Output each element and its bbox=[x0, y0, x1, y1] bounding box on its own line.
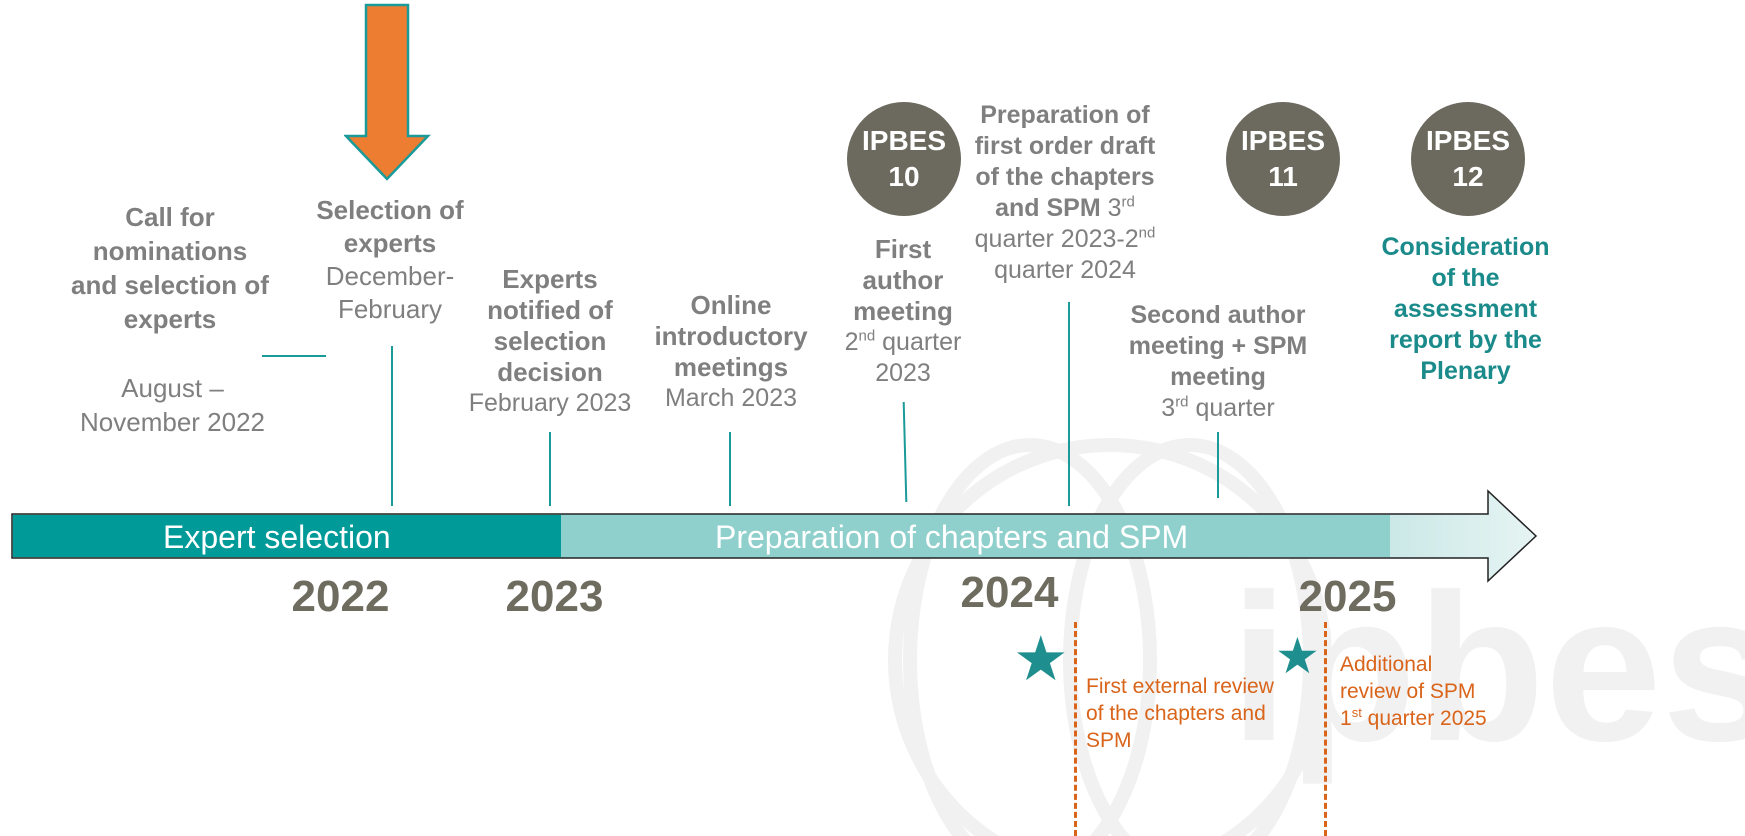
milestone-call-date: August – November 2022 bbox=[80, 373, 265, 437]
review-first: First external review of the chapters an… bbox=[1086, 675, 1274, 752]
connector-call bbox=[262, 355, 326, 357]
ipbes-watermark: ipbes bbox=[888, 438, 1745, 836]
connector-notified bbox=[549, 432, 551, 506]
review-first-dashed-line bbox=[1074, 622, 1077, 836]
second-author-title: Second author meeting + SPM meeting bbox=[1128, 301, 1308, 391]
online-title: Online introductory meetings bbox=[654, 290, 808, 382]
year-2024: 2024 bbox=[960, 568, 1059, 617]
milestone-plenary: Consideration of the assessment report b… bbox=[1381, 233, 1550, 385]
ipbes-12-badge: IPBES 12 bbox=[1411, 102, 1525, 216]
phase-preparation: Preparation of chapters and SPM bbox=[715, 519, 1189, 555]
selection-date: December-February bbox=[325, 261, 455, 324]
second-author-date: 3rd quarter bbox=[1161, 393, 1275, 422]
first-order-date: 3rd quarter 2023-2nd quarter 2024 bbox=[974, 193, 1156, 284]
watermark-text: ipbes bbox=[1230, 550, 1745, 785]
highlight-arrow bbox=[344, 3, 431, 181]
connector-second-author bbox=[1217, 432, 1219, 498]
milestone-selection: Selection of experts December-February bbox=[300, 194, 480, 326]
review-additional: Additional review of SPM 1st quarter 202… bbox=[1340, 653, 1487, 730]
notified-title: Experts notified of selection decision bbox=[487, 264, 613, 387]
ipbes-10-badge: IPBES 10 bbox=[847, 102, 961, 216]
first-order-title: Preparation of first order draft of the … bbox=[974, 101, 1156, 222]
milestone-call-title: Call for nominations and selection of ex… bbox=[71, 202, 269, 334]
connector-first-order bbox=[1068, 302, 1070, 506]
star-icon: ★ bbox=[1013, 625, 1069, 694]
connector-online bbox=[729, 432, 731, 506]
notified-date: February 2023 bbox=[468, 389, 632, 417]
milestone-online: Online introductory meetings March 2023 bbox=[654, 290, 807, 414]
phase-expert-selection: Expert selection bbox=[163, 519, 391, 555]
online-date: March 2023 bbox=[664, 384, 798, 412]
ipbes-11-badge: IPBES 11 bbox=[1226, 102, 1340, 216]
selection-title: Selection of experts bbox=[316, 195, 464, 258]
first-author-title: First author meeting bbox=[853, 234, 953, 326]
connector-selection bbox=[391, 346, 393, 506]
timeline-bar bbox=[11, 489, 1538, 583]
year-2023: 2023 bbox=[505, 572, 604, 621]
milestone-first-order: Preparation of first order draft of the … bbox=[960, 100, 1170, 286]
year-2025: 2025 bbox=[1298, 572, 1397, 621]
milestone-first-author: First author meeting 2nd quarter 2023 bbox=[838, 234, 968, 389]
review-additional-dashed-line bbox=[1324, 622, 1327, 836]
milestone-second-author: Second author meeting + SPM meeting 3rd … bbox=[1118, 300, 1318, 424]
milestone-notified: Experts notified of selection decision F… bbox=[460, 264, 640, 419]
year-2022: 2022 bbox=[291, 572, 390, 621]
star-icon: ★ bbox=[1275, 628, 1320, 684]
first-author-date: 2nd quarter 2023 bbox=[844, 327, 962, 387]
